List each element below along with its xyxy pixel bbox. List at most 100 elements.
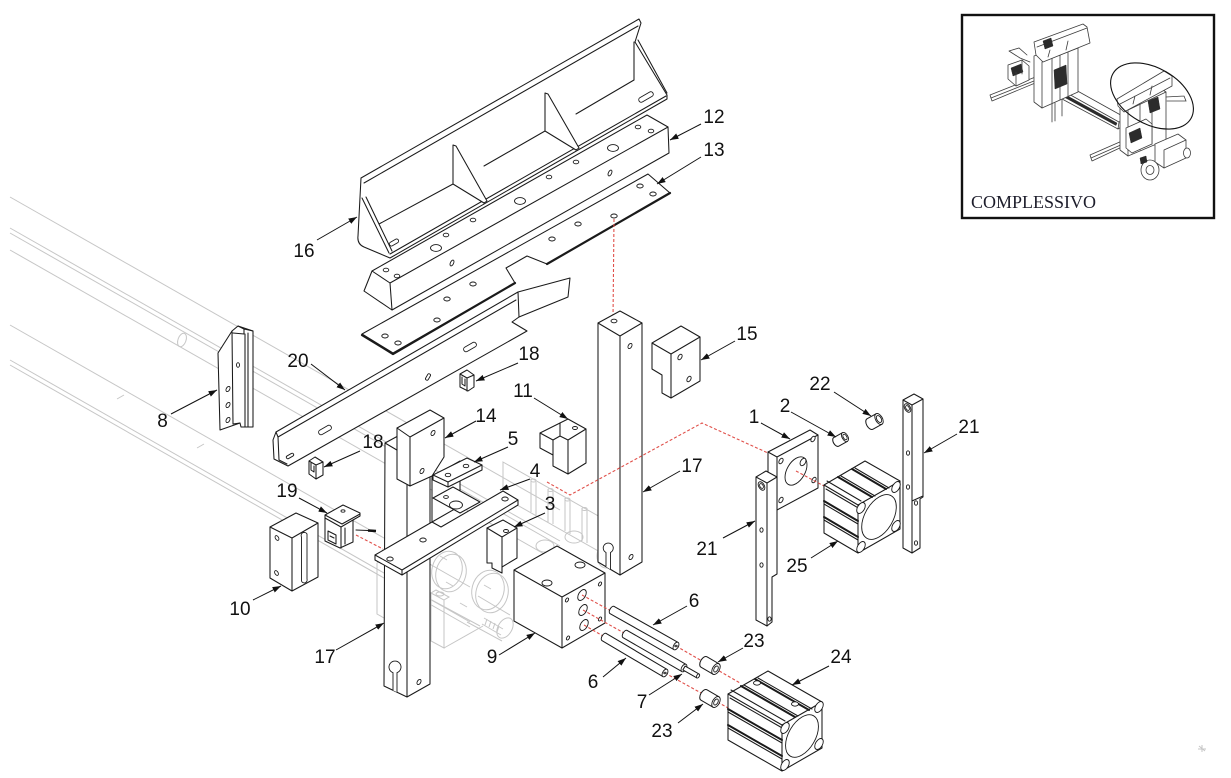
edge-lines (231, 325, 254, 428)
callout-label: 24 (830, 647, 852, 668)
leader-arrow (310, 363, 346, 391)
corner-boss (780, 759, 790, 771)
callout-label: 3 (545, 494, 556, 515)
highlight-ellipse (1110, 62, 1194, 130)
pivot-bore (905, 405, 910, 411)
hole (649, 191, 657, 197)
ghost-slot (435, 591, 445, 597)
part-6-rod-lower (600, 632, 669, 678)
part-21-lever-left (755, 470, 778, 627)
hole (469, 217, 477, 223)
hole (236, 362, 240, 368)
hole (905, 450, 911, 456)
ghost-pin-top (530, 478, 537, 483)
hole (565, 635, 571, 641)
edge-lines (902, 398, 924, 554)
end-cap-bore (861, 494, 897, 540)
hole (628, 553, 634, 561)
thumb-right-box-detail (1128, 127, 1143, 144)
rod-pin-end (695, 673, 701, 679)
rod-center-hole (674, 644, 678, 648)
groove-edge (823, 467, 890, 541)
leader-arrow (475, 362, 519, 382)
leader-arrow (810, 540, 839, 559)
part-12-square-bar (363, 114, 670, 311)
bush-bore (842, 433, 848, 441)
leader-arrow (669, 123, 702, 141)
callout-16: 16 (293, 216, 358, 262)
callout-label: 13 (703, 140, 724, 161)
leader-arrow (316, 216, 358, 241)
edge-lines (823, 480, 901, 554)
leader-arrow (923, 433, 958, 454)
thumb-motor-detail (1139, 155, 1148, 165)
tab-bore (449, 500, 463, 510)
rail-edge (9, 227, 561, 542)
leader-arrow (642, 470, 681, 493)
callout-label: 8 (157, 411, 168, 432)
callout-21-right: 21 (923, 417, 980, 454)
hole (634, 124, 642, 130)
thumb-left-gearmotor-detail (1010, 63, 1024, 77)
callout-label: 14 (475, 406, 497, 427)
leader-arrow (833, 391, 872, 417)
side-hole (607, 169, 613, 177)
overview-machine-thumbnail (989, 23, 1191, 181)
part-24-compact-cylinder (727, 670, 824, 772)
outline (432, 457, 483, 488)
rod-body (608, 605, 679, 651)
assembly-path-to-part-1 (546, 422, 769, 496)
rail-tick (196, 443, 205, 449)
hole (564, 597, 570, 603)
part-22-bush (865, 413, 884, 430)
hole (574, 221, 582, 227)
hole (778, 496, 784, 504)
ghost-disc (435, 553, 467, 593)
leader-arrow (499, 478, 531, 491)
hole (462, 463, 470, 469)
ghost-motor-end (496, 617, 514, 639)
thumb-gearbox-edges (1163, 139, 1187, 169)
rail-edge (9, 232, 561, 547)
top-hole (610, 318, 618, 324)
tab-hole (443, 495, 449, 499)
callout-label: 2 (780, 396, 791, 417)
part-7-piston-rod (621, 629, 701, 679)
leader-arrow (648, 673, 683, 696)
edge-lines (396, 417, 445, 487)
hole (610, 213, 618, 219)
callout-8: 8 (157, 389, 218, 432)
end-cap-bore (785, 714, 819, 758)
leader-arrow (717, 647, 744, 663)
large-hole (430, 244, 442, 252)
callout-label: 16 (293, 241, 314, 262)
callout-18-upper: 18 (475, 344, 540, 382)
edge-lines (727, 689, 823, 772)
hole (778, 457, 784, 465)
inset-overview: COMPLESSIVO (960, 13, 1216, 220)
callout-6-upper: 6 (652, 591, 699, 626)
corner-boss (891, 481, 901, 493)
pivot-bore (759, 483, 764, 489)
hole (503, 529, 509, 533)
leader-arrow (323, 450, 361, 468)
thumb-motor (1140, 159, 1160, 181)
part-5-shim-plate (432, 457, 483, 488)
callout-17-lower: 17 (314, 622, 385, 668)
callout-label: 17 (314, 647, 335, 668)
ghost-motor-body (466, 595, 511, 642)
leader-arrow (170, 389, 218, 415)
corner-boss (814, 701, 824, 713)
callouts: 16 12 13 20 18 15 8 11 (157, 107, 979, 742)
gusset-edge (633, 39, 668, 94)
callout-21-left: 21 (696, 520, 756, 560)
part-14-block (396, 409, 445, 487)
tie-rod-hole (753, 680, 761, 686)
thumb-motor-hub (1145, 165, 1155, 175)
corner-boss (814, 738, 824, 750)
hole (419, 537, 427, 543)
callout-25: 25 (786, 540, 839, 577)
inset-frame (960, 13, 1216, 220)
ghost-pin-top (564, 497, 571, 502)
callout-label: 25 (786, 556, 807, 577)
